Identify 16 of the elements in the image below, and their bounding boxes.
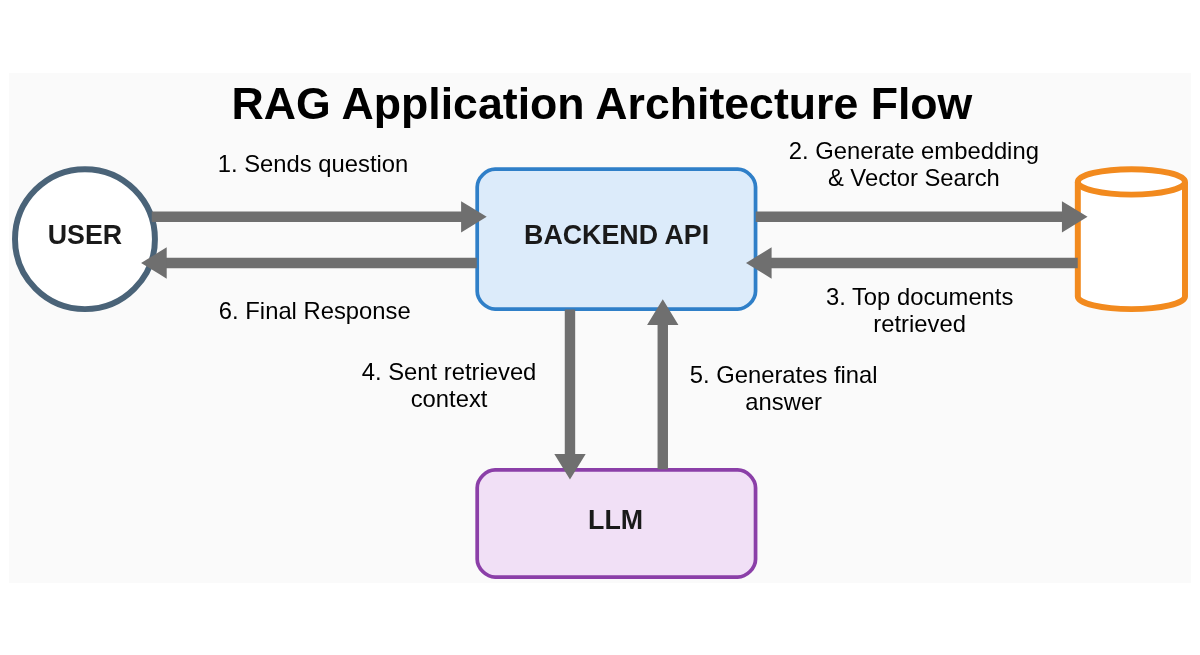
arrow — [746, 246, 1078, 279]
arrow — [141, 246, 477, 279]
arrow — [755, 200, 1088, 233]
edge-label: 5. Generates final answer — [689, 360, 878, 415]
edge-label: 1. Sends question — [217, 149, 409, 177]
node-circle: USER — [12, 165, 158, 312]
arrow — [647, 298, 679, 469]
edge-label: 6. Final Response — [218, 296, 411, 324]
edge-label: 3. Top documents retrieved — [825, 282, 1014, 337]
diagram-title: RAG Application Architecture Flow — [231, 78, 973, 128]
arrow — [554, 308, 586, 480]
edge-label: 2. Generate embedding & Vector Search — [788, 136, 1039, 191]
edge-label: 4. Sent retrieved context — [361, 357, 537, 412]
node-box: BACKEND API — [475, 166, 758, 311]
arrow — [151, 200, 487, 233]
node-box: LLM — [475, 467, 758, 579]
